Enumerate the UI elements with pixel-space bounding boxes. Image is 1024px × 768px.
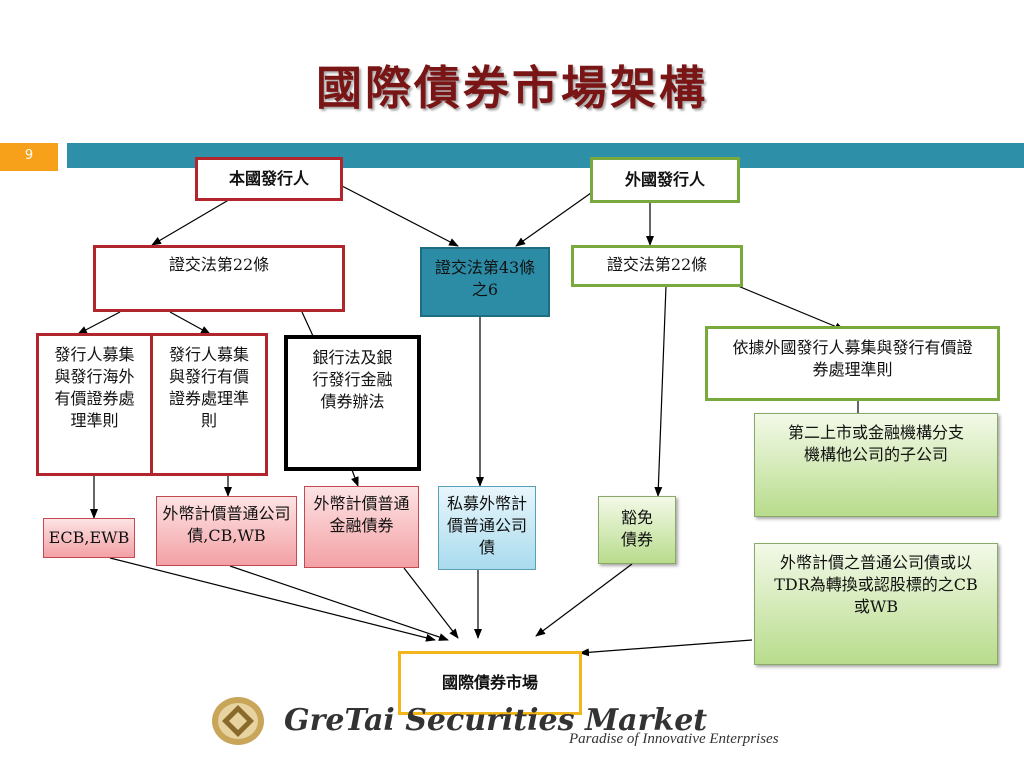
securities-act-22-right-box: 證交法第22條 (571, 245, 743, 287)
gretai-logo-icon (212, 697, 264, 745)
private-fx-bond-box: 私募外幣計價普通公司債 (438, 486, 536, 570)
ecb-ewb-box: ECB,EWB (43, 518, 135, 558)
domestic-issuance-rule-box: 發行人募集與發行有價證券處理準則 (150, 333, 268, 476)
banking-act-box: 銀行法及銀行發行金融債券辦法 (284, 335, 421, 471)
domestic-issuer-box: 本國發行人 (195, 157, 343, 201)
fx-tdr-cb-wb-box: 外幣計價之普通公司債或以TDR為轉換或認股標的之CB或WB (754, 543, 998, 665)
fx-financial-bond-box: 外幣計價普通金融債券 (304, 486, 419, 568)
securities-act-43-6-box: 證交法第43條之6 (420, 247, 550, 317)
foreign-issuer-rule-box: 依據外國發行人募集與發行有價證券處理準則 (705, 326, 1000, 401)
logo-text: GreTai Securities Market (284, 703, 708, 738)
secondary-listing-box: 第二上市或金融機構分支機構他公司的子公司 (754, 413, 998, 517)
foreign-issuer-box: 外國發行人 (590, 157, 740, 203)
page-number: 9 (0, 143, 58, 171)
page-title: 國際債券市場架構 (316, 61, 708, 115)
fx-corporate-bond-box: 外幣計價普通公司債,CB,WB (156, 496, 297, 566)
tagline: Paradise of Innovative Enterprises (569, 731, 779, 747)
overseas-issuance-rule-box: 發行人募集與發行海外有價證券處理準則 (36, 333, 153, 476)
securities-act-22-left-box: 證交法第22條 (93, 245, 345, 312)
international-bond-market-box: 國際債券市場 (398, 651, 582, 715)
exempt-bond-box: 豁免債券 (598, 496, 676, 564)
